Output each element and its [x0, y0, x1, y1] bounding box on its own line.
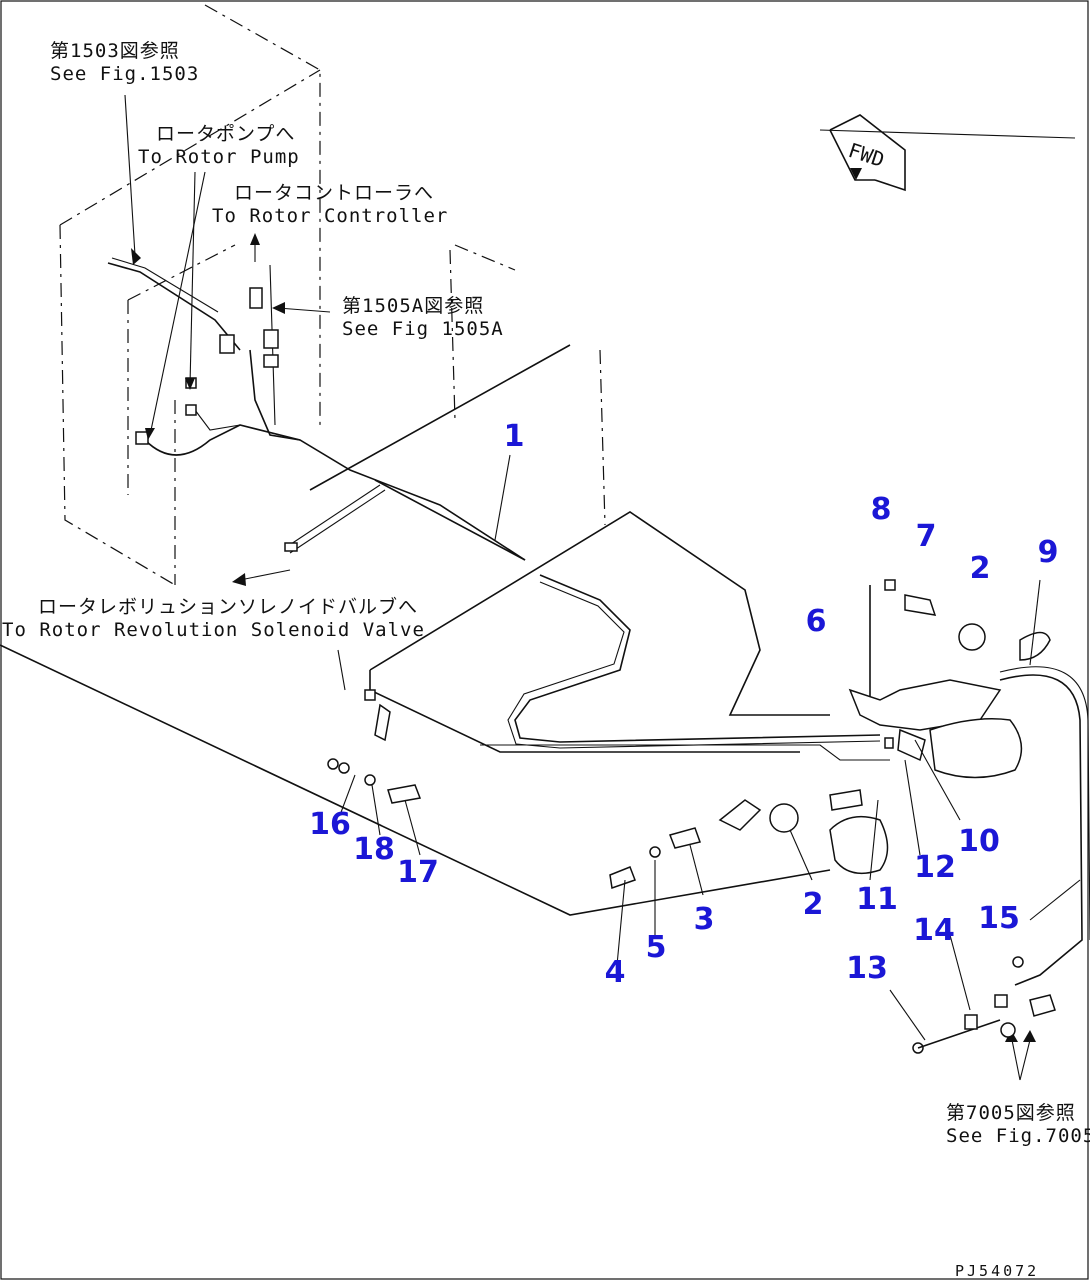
callout-14: 14	[913, 913, 955, 948]
reference-fig1503-en: See Fig.1503	[50, 62, 200, 85]
cab-outline	[59, 4, 606, 586]
part-2-knob-lower	[769, 803, 799, 833]
part-3-clip	[718, 799, 762, 831]
part-5-washer	[649, 846, 661, 858]
lever-base	[829, 815, 889, 875]
to-rotor-controller-en: To Rotor Controller	[212, 204, 449, 227]
part-3-plate	[669, 827, 701, 849]
to-solenoid-valve-en: To Rotor Revolution Solenoid Valve	[2, 618, 425, 641]
leader-lines	[124, 94, 1076, 1081]
callout-15: 15	[978, 901, 1020, 936]
callout-17: 17	[397, 855, 439, 890]
reference-fig7005-jp: 第7005図参照	[946, 1102, 1076, 1124]
part-14-bolt	[1029, 994, 1056, 1017]
reference-fig1505a-jp: 第1505A図参照	[342, 295, 485, 317]
callout-11: 11	[856, 882, 898, 917]
callout-10: 10	[958, 824, 1000, 859]
reference-fig1503: 第1503図参照 See Fig.1503	[50, 40, 199, 86]
reference-fig1505a-en: See Fig 1505A	[342, 317, 504, 340]
lever-assembly	[327, 579, 1056, 1054]
callout-1: 1	[503, 419, 525, 454]
callout-2-upper: 2	[969, 551, 991, 586]
part-12-washer	[884, 737, 894, 749]
part-8-washer	[884, 579, 896, 591]
part-10-spring	[897, 728, 926, 762]
callout-12: 12	[914, 850, 956, 885]
callout-7: 7	[915, 519, 937, 554]
part-6-bracket	[848, 679, 1002, 731]
callout-9: 9	[1037, 535, 1059, 570]
reference-fig1503-jp: 第1503図参照	[50, 40, 180, 62]
callout-6: 6	[805, 604, 827, 639]
part-17-bolt	[387, 784, 422, 804]
part-16-clamp	[374, 703, 391, 742]
to-rotor-controller-jp: ロータコントローラへ	[234, 182, 435, 204]
part-11-bolt	[829, 789, 863, 811]
callout-18: 18	[353, 832, 395, 867]
callout-5: 5	[645, 930, 667, 965]
sheet-code: PJ54072	[955, 1262, 1040, 1280]
part-9-knob	[1019, 631, 1051, 661]
callout-2-lower: 2	[802, 887, 824, 922]
callout-8: 8	[870, 492, 892, 527]
callout-13: 13	[846, 951, 888, 986]
callout-leaders	[339, 579, 1081, 1041]
part-2-knob-upper	[958, 623, 986, 651]
part-16-washer	[327, 758, 339, 770]
to-rotor-pump-jp: ロータポンプへ	[156, 123, 296, 145]
floor-plate	[0, 344, 831, 916]
part-16-nut	[364, 689, 376, 701]
to-solenoid-valve-note: ロータレボリュションソレノイドバルブへ To Rotor Revolution …	[2, 596, 425, 642]
to-solenoid-valve-jp: ロータレボリュションソレノイドバルブへ	[38, 596, 419, 618]
part-4-bolt	[609, 866, 636, 890]
reference-fig1505a: 第1505A図参照 See Fig 1505A	[342, 295, 504, 341]
callout-16: 16	[309, 807, 351, 842]
lever-housing	[929, 718, 1023, 779]
part-14-clamp	[964, 1014, 978, 1030]
part-18-washer	[364, 774, 376, 786]
reference-fig7005: 第7005図参照 See Fig.7005	[946, 1102, 1090, 1148]
callout-3: 3	[693, 902, 715, 937]
harness-connectors	[135, 287, 298, 552]
to-rotor-pump-en: To Rotor Pump	[138, 145, 300, 168]
part-7-bolt	[904, 594, 937, 616]
to-rotor-pump-note: ロータポンプへ To Rotor Pump	[138, 123, 300, 169]
fwd-label: FWD	[845, 138, 887, 172]
to-rotor-controller-note: ロータコントローラへ To Rotor Controller	[212, 182, 448, 228]
fwd-direction-mark: FWD	[829, 114, 906, 192]
callout-4: 4	[604, 955, 626, 990]
reference-fig7005-en: See Fig.7005	[946, 1124, 1090, 1147]
